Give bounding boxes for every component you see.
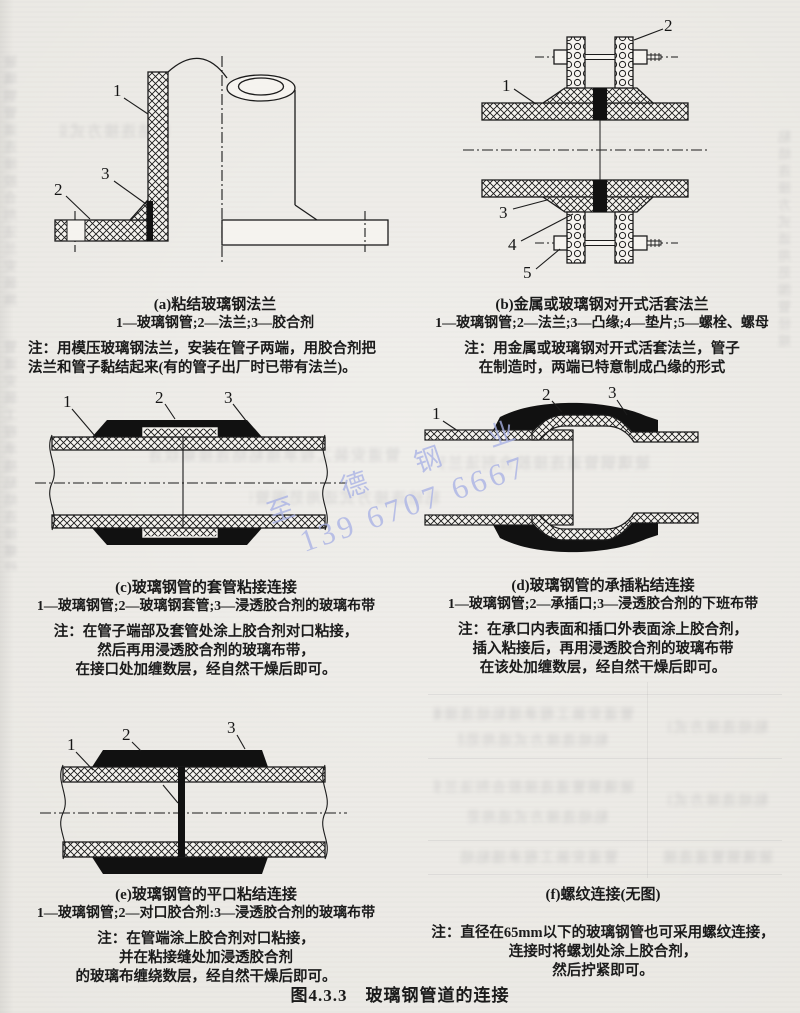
bleedthrough-cell: 管道安装工程承插粘结连接螺纹连接适用管径规格型号说明 — [434, 708, 634, 723]
bleedthrough-cell: 粘结连接方式适用范围管径规格 — [458, 734, 608, 749]
figure-title: 图4.3.3 玻璃钢管道的连接 — [290, 986, 510, 1005]
caption-e-note-line: 的玻璃布缠绕数层，经自然干燥后即可。 — [75, 969, 337, 985]
caption-d-note-line: 在该处加缠数层，经自然干燥后即可。 — [479, 660, 727, 676]
callout-3: 3 — [101, 164, 110, 183]
bleedthrough-cell: 管道安装工程承插粘结连接螺纹连接适用管径规格型号说明 — [458, 851, 618, 866]
caption-a-title: (a)粘结玻璃钢法兰 — [153, 297, 277, 313]
callout-4: 4 — [508, 235, 517, 254]
bleedthrough-cell: 玻璃钢管道连接胶合剂法兰安装施工要求规范玻璃布带缠绕数层 — [663, 851, 773, 866]
bleedthrough-cell: 粘结连接方式适用范围管径规格 — [668, 794, 768, 809]
caption-c: (c)玻璃钢管的套管粘接连接 1—玻璃钢管;2—玻璃钢套管;3—浸透胶合剂的玻璃… — [18, 579, 394, 680]
diagram-a-bonded-flange: 1 2 3 — [54, 56, 389, 263]
callout-1: 1 — [63, 392, 72, 411]
caption-d-legend: 1—玻璃钢管;2—承插口;3—浸透胶合剂的下班布带 — [447, 597, 759, 612]
callout-3: 3 — [227, 718, 236, 737]
diagram-d-bell-spigot-joint: 1 2 3 — [424, 385, 699, 553]
caption-e-note-line: 并在粘接缝处加浸透胶合剂 — [119, 950, 293, 966]
caption-c-legend: 1—玻璃钢管;2—玻璃钢套管;3—浸透胶合剂的玻璃布带 — [36, 599, 376, 614]
caption-f-note-line: 注：直径在65mm以下的玻璃钢管也可采用螺纹连接， — [431, 925, 775, 941]
caption-c-note-line: 在接口处加缠数层，经自然干燥后即可。 — [75, 662, 337, 678]
caption-c-note-line: 注：在管子端部及套管处涂上胶合剂对口粘接， — [53, 624, 359, 640]
bleedthrough-table: 管道安装工程承插粘结连接螺纹连接适用管径规格型号说明 粘结连接方式适用范围管径规… — [428, 682, 782, 878]
diagram-c-sleeve-joint: 1 2 3 — [35, 390, 347, 545]
callout-3: 3 — [224, 390, 233, 407]
caption-d-note-line: 插入粘接后，再用浸透胶合剂的玻璃布带 — [472, 641, 734, 657]
caption-c-title: (c)玻璃钢管的套管粘接连接 — [115, 580, 297, 596]
caption-a-note-line: 注：用模压玻璃钢法兰，安装在管子两端，用胶合剂把 — [28, 341, 376, 357]
caption-d: (d)玻璃钢管的承插粘结连接 1—玻璃钢管;2—承插口;3—浸透胶合剂的下班布带… — [414, 577, 792, 678]
callout-2: 2 — [664, 16, 673, 35]
caption-d-note-line: 注：在承口内表面和插口外表面涂上胶合剂， — [458, 622, 748, 638]
caption-a-legend: 1—玻璃钢管;2—法兰;3—胶合剂 — [115, 316, 315, 331]
caption-b-legend: 1—玻璃钢管;2—法兰;3—凸缘;4—垫片;5—螺栓、螺母 — [435, 316, 769, 331]
diagram-e-butt-joint: 1 2 3 — [40, 718, 347, 874]
callout-2: 2 — [122, 725, 131, 744]
caption-a-note-line: 法兰和管子黏结起来(有的管子出厂时已带有法兰)。 — [28, 360, 357, 376]
callout-2: 2 — [542, 385, 551, 404]
caption-d-title: (d)玻璃钢管的承插粘结连接 — [511, 578, 695, 594]
callout-5: 5 — [523, 263, 532, 282]
callout-3: 3 — [499, 203, 508, 222]
caption-b-note-line: 在制造时，两端已特意制成凸缘的形式 — [478, 360, 726, 376]
callout-1: 1 — [502, 76, 511, 95]
caption-e: (e)玻璃钢管的平口粘结连接 1—玻璃钢管;2—对口胶合剂:3—浸透胶合剂的玻璃… — [18, 886, 394, 987]
caption-f-title: (f)螺纹连接(无图) — [545, 887, 661, 903]
caption-e-legend: 1—玻璃钢管;2—对口胶合剂:3—浸透胶合剂的玻璃布带 — [36, 906, 376, 921]
bleedthrough-smudge: 玻璃钢管道连接胶合剂法兰安装施工要求规范玻璃布带缠绕数层 — [4, 55, 19, 305]
caption-b-title: (b)金属或玻璃钢对开式活套法兰 — [495, 297, 709, 313]
callout-1: 1 — [113, 81, 122, 100]
callout-2: 2 — [54, 180, 63, 199]
callout-3: 3 — [608, 385, 617, 402]
bleedthrough-smudge: 管道安装工程承插粘结连接螺纹连接适用管径规格型号说明 — [4, 340, 19, 570]
caption-f-note-line: 然后拧紧即可。 — [552, 963, 654, 979]
bleedthrough-cell: 玻璃钢管道连接胶合剂法兰安装施工要求规范玻璃布带缠绕数层 — [434, 781, 634, 796]
caption-e-title: (e)玻璃钢管的平口粘结连接 — [115, 887, 297, 903]
caption-b: (b)金属或玻璃钢对开式活套法兰 1—玻璃钢管;2—法兰;3—凸缘;4—垫片;5… — [412, 296, 792, 378]
callout-1: 1 — [67, 735, 76, 754]
caption-e-note-line: 注：在管端涂上胶合剂对口粘接， — [97, 931, 315, 947]
diagram-b-loose-flange: 1 2 3 4 5 — [463, 16, 707, 282]
callout-2: 2 — [155, 390, 164, 407]
caption-c-note-line: 然后再用浸透胶合剂的玻璃布带， — [97, 643, 315, 659]
caption-a: (a)粘结玻璃钢法兰 1—玻璃钢管;2—法兰;3—胶合剂 注：用模压玻璃钢法兰，… — [28, 296, 402, 378]
bleedthrough-cell: 粘结连接方式适用范围管径规格 — [468, 811, 608, 826]
bleedthrough-cell: 粘结连接方式适用范围管径规格 — [668, 721, 768, 736]
caption-f-note-line: 连接时将螺划处涂上胶合剂， — [508, 944, 698, 960]
callout-1: 1 — [432, 404, 441, 423]
caption-f: (f)螺纹连接(无图) 注：直径在65mm以下的玻璃钢管也可采用螺纹连接， 连接… — [414, 886, 792, 981]
caption-b-note-line: 注：用金属或玻璃钢对开式活套法兰，管子 — [464, 341, 740, 357]
